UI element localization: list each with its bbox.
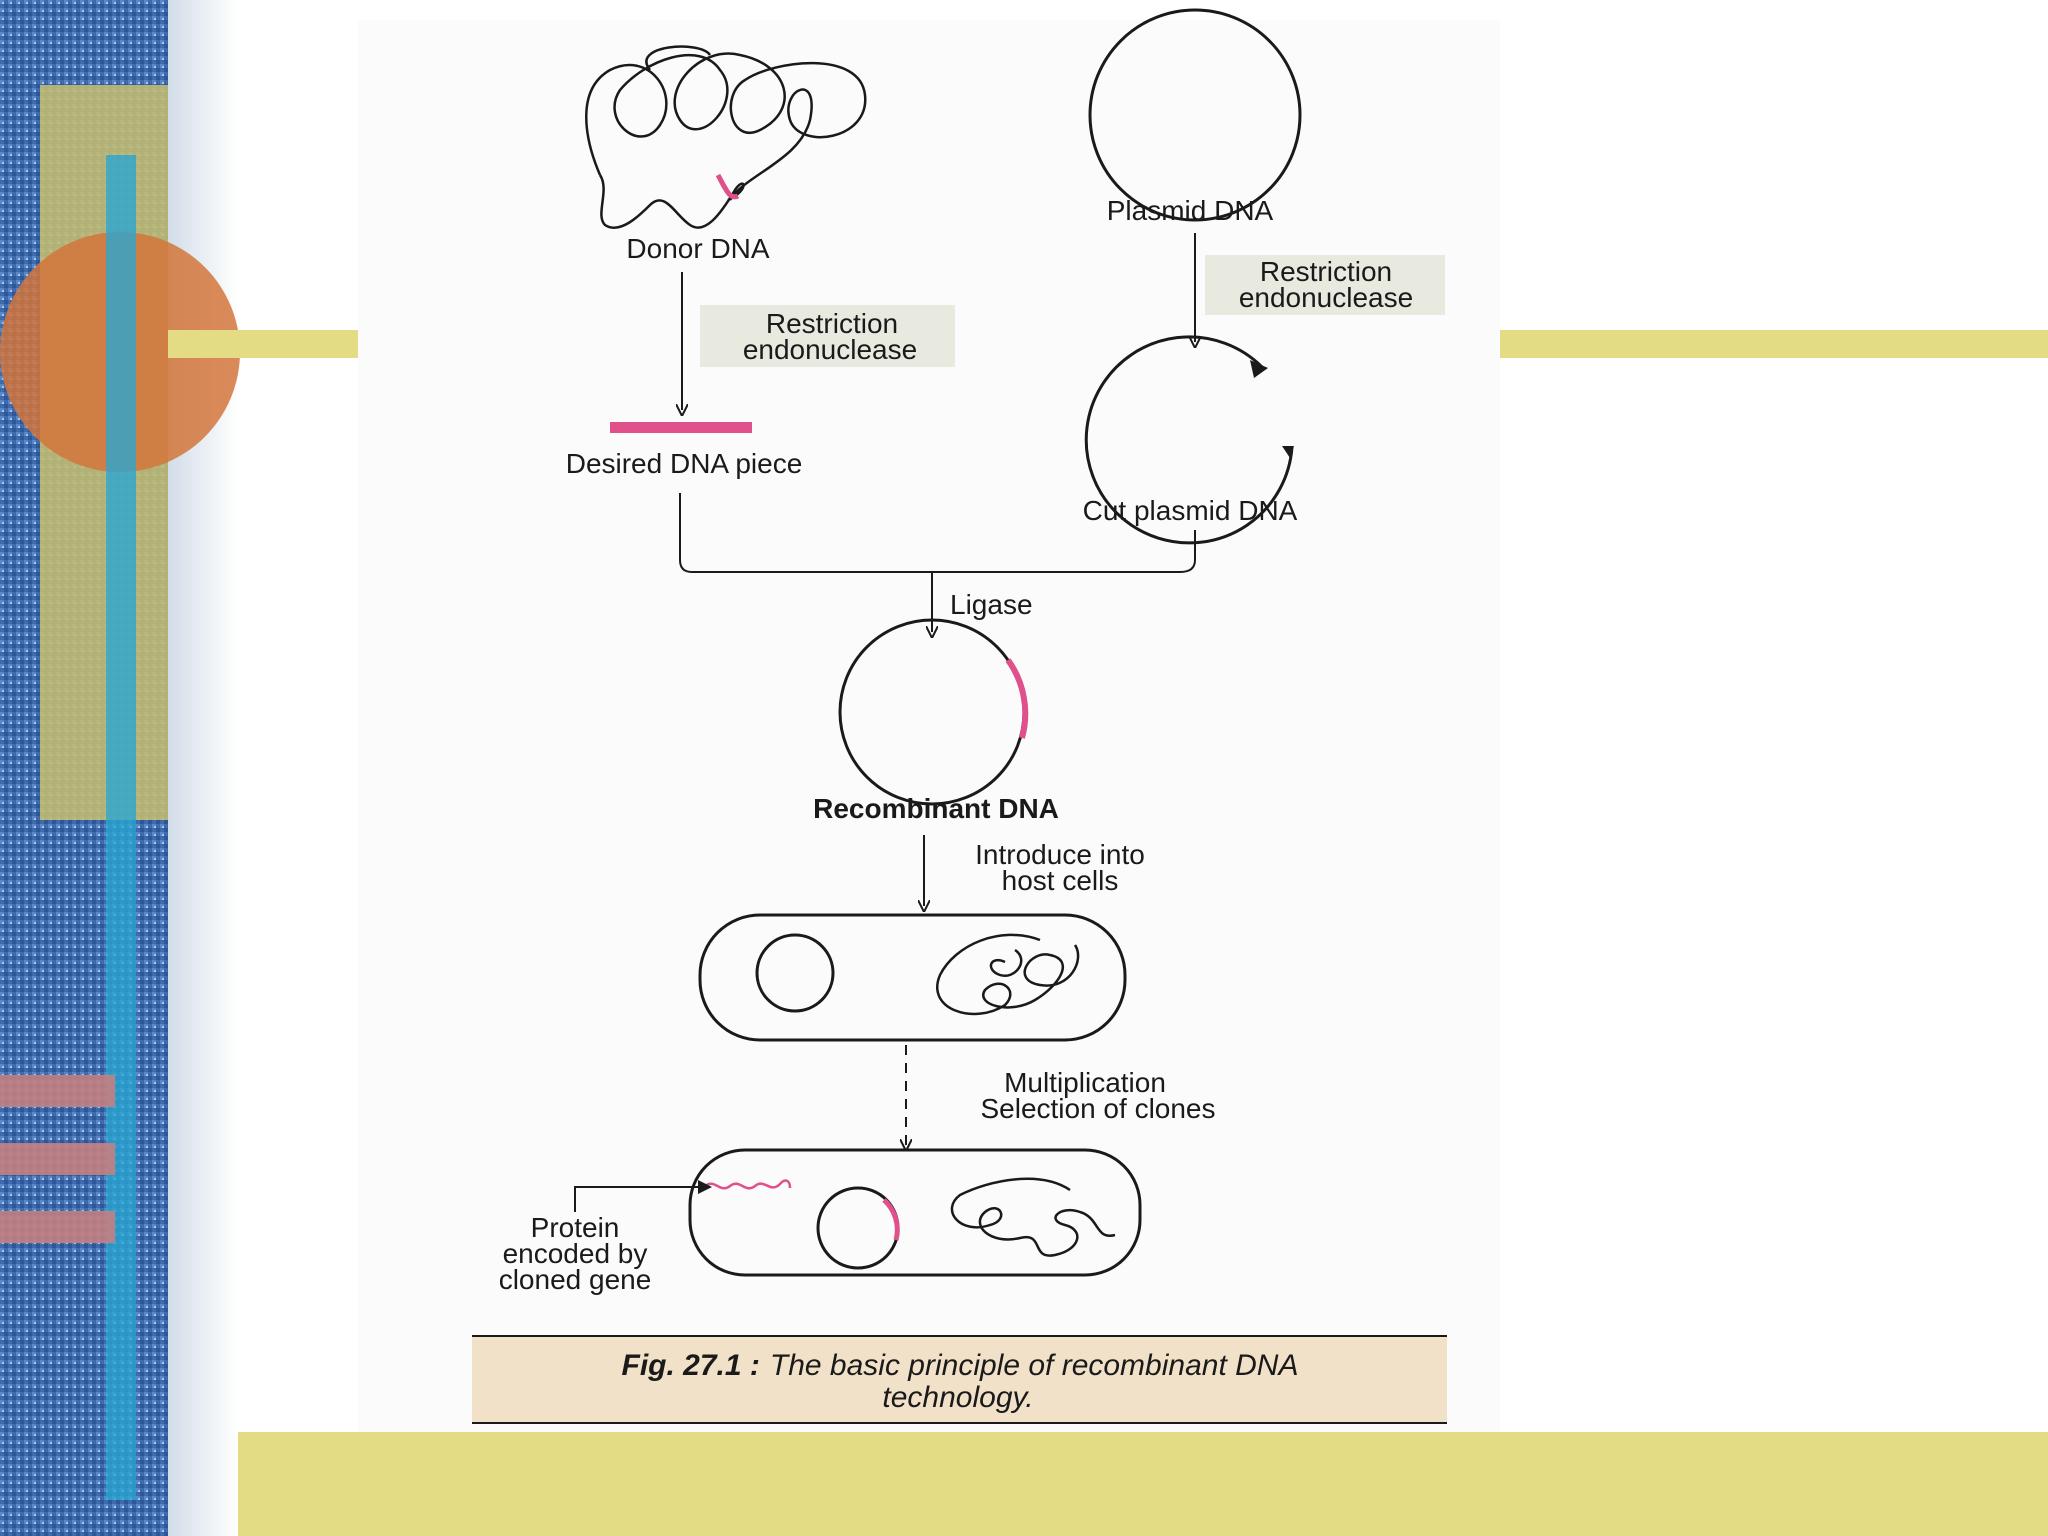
shade-band (168, 0, 238, 1536)
footer-bar (238, 1432, 2048, 1536)
cut-plasmid-arrowhead-2 (1282, 446, 1294, 458)
cut-plasmid-arrowhead (1250, 360, 1268, 378)
host-chromosome (936, 933, 1080, 1016)
host-plasmid (755, 933, 835, 1013)
figure-paper (358, 20, 1500, 1432)
enzyme-left-box (700, 305, 955, 367)
plasmid-circle (1088, 8, 1302, 222)
multiplication-line1: Multiplication (1004, 1067, 1166, 1098)
clone-cell (688, 1148, 1142, 1277)
clone-chromosome (950, 1177, 1116, 1257)
ligase-label: Ligase (950, 589, 1033, 620)
cut-plasmid-label: Cut plasmid DNA (1083, 495, 1298, 526)
caption-prefix: Fig. 27.1 : (622, 1349, 760, 1382)
introduce-line2: host cells (1002, 865, 1119, 896)
plasmid-dna-label: Plasmid DNA (1107, 195, 1274, 226)
donor-dna-label: Donor DNA (626, 233, 769, 264)
enzyme-right-line1: Restriction (1260, 256, 1392, 287)
enzyme-left-line1: Restriction (766, 308, 898, 339)
recombinant-insert (1005, 658, 1029, 739)
donor-gene-segment (715, 173, 740, 200)
caption-line2: technology. (882, 1381, 1033, 1414)
desired-dna-piece (610, 422, 752, 433)
protein-line1: Protein (531, 1212, 620, 1243)
enzyme-left-line2: endonuclease (743, 334, 917, 365)
multiplication-line2: Selection of clones (980, 1093, 1215, 1124)
pink-bar-3 (0, 1211, 115, 1243)
accent-line-right (1500, 330, 2048, 358)
caption-box (472, 1337, 1447, 1423)
left-decoration (0, 0, 240, 1536)
recombinant-label: Recombinant DNA (813, 793, 1059, 824)
accent-line-left (168, 330, 358, 358)
pink-bar-1 (0, 1075, 115, 1107)
enzyme-right-line2: endonuclease (1239, 282, 1413, 313)
caption-text1: The basic principle of recombinant DNA (770, 1349, 1299, 1382)
donor-dna-tangle (585, 45, 867, 229)
pink-bar-2 (0, 1143, 115, 1175)
host-cell (698, 913, 1127, 1042)
protein-line2: encoded by (503, 1238, 648, 1269)
introduce-line1: Introduce into (975, 839, 1145, 870)
caption-line1: Fig. 27.1 : The basic principle of recomb… (622, 1349, 1299, 1382)
enzyme-right-box (1205, 255, 1445, 315)
cyan-bar (106, 155, 136, 1500)
join-bracket (679, 493, 1196, 573)
protein-pointer (574, 1180, 712, 1212)
protein-squiggle (704, 1179, 792, 1190)
cut-plasmid-arc (1084, 335, 1294, 545)
protein-line3: cloned gene (499, 1264, 652, 1295)
desired-piece-label: Desired DNA piece (566, 448, 803, 479)
clone-plasmid-insert (882, 1198, 900, 1241)
